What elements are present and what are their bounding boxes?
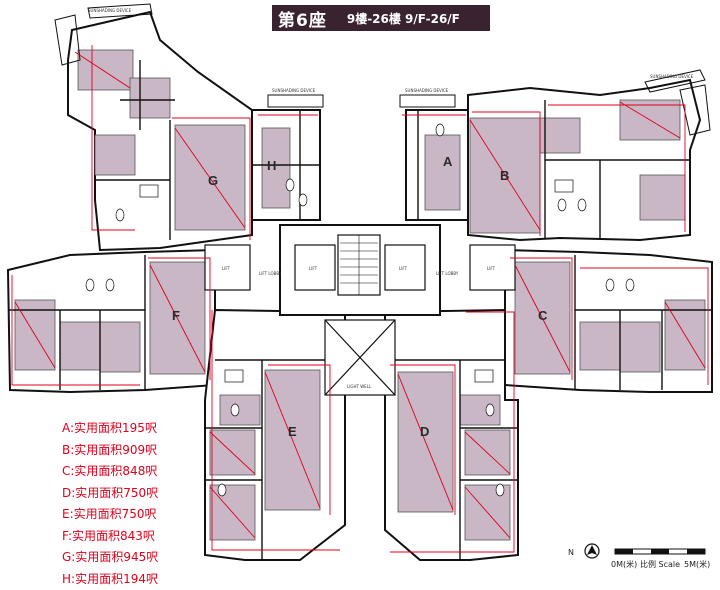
legend-item-b: B:实用面积909呎: [62, 442, 158, 457]
area-legend: A:实用面积195呎 B:实用面积909呎 C:实用面积848呎 D:实用面积7…: [62, 418, 158, 590]
unit-label-d: D: [420, 424, 429, 439]
unit-label-b: B: [500, 168, 509, 183]
scale-end: 5M(米): [684, 559, 710, 569]
lift-label-4: LIFT: [487, 266, 496, 271]
sunshading-label-4: SUNSHADING DEVICE: [650, 74, 694, 79]
lift-label-3: LIFT: [399, 266, 408, 271]
legend-item-f: F:实用面积843呎: [62, 528, 155, 543]
lift-core-2: [384, 244, 426, 291]
lift-left: [204, 244, 251, 291]
sunshading-devices: [54, 3, 711, 136]
dimension-lines: [11, 45, 709, 553]
legend-item-g: G:实用面积945呎: [62, 550, 159, 564]
core-labels: LIFT LOBBY LIFT LOBBY LIFT LIFT LIFT LIF…: [88, 8, 694, 389]
scale-bar: 0M(米) 比例 Scale 5M(米): [611, 548, 710, 569]
title-banner: 第6座 9樓-26樓 9/F-26/F: [272, 5, 490, 31]
unit-labels: G H A B F C E D: [172, 154, 548, 439]
tower-title: 第6座: [278, 10, 327, 31]
legend-item-a: A:实用面积195呎: [62, 421, 157, 435]
legend-item-d: D:实用面积750呎: [62, 485, 159, 500]
scale-label: 比例 Scale: [640, 559, 680, 569]
sunshading-label-3: SUNSHADING DEVICE: [405, 88, 449, 93]
lift-label-1: LIFT: [222, 266, 231, 271]
lift-label-2: LIFT: [309, 266, 318, 271]
scale-start: 0M(米): [611, 559, 637, 569]
lift-lobby-label-right: LIFT LOBBY: [436, 271, 459, 276]
fixtures: [85, 123, 635, 497]
unit-label-a: A: [443, 154, 453, 169]
unit-label-f: F: [172, 308, 180, 323]
legend-item-e: E:实用面积750呎: [62, 507, 157, 521]
floor-range: 9樓-26樓 9/F-26/F: [346, 11, 460, 26]
unit-label-e: E: [288, 424, 297, 439]
unit-label-h: H: [267, 158, 276, 173]
light-well-label: LIGHT WELL: [347, 384, 372, 389]
unit-a-living: [424, 134, 461, 211]
lift-lobby-label-left: LIFT LOBBY: [259, 271, 282, 276]
legend-item-h: H:实用面积194呎: [62, 571, 158, 586]
lift-right: [469, 244, 516, 291]
core: [204, 234, 516, 396]
north-arrow: N: [568, 543, 600, 559]
unit-h-living: [261, 127, 291, 209]
sunshading-label-2: SUNSHADING DEVICE: [272, 88, 316, 93]
legend-item-c: C:实用面积848呎: [62, 464, 158, 478]
sunshading-label-1: SUNSHADING DEVICE: [88, 8, 132, 13]
lift-core-1: [294, 244, 336, 291]
unit-label-c: C: [538, 308, 548, 323]
unit-label-g: G: [208, 173, 218, 188]
north-label: N: [568, 548, 574, 557]
